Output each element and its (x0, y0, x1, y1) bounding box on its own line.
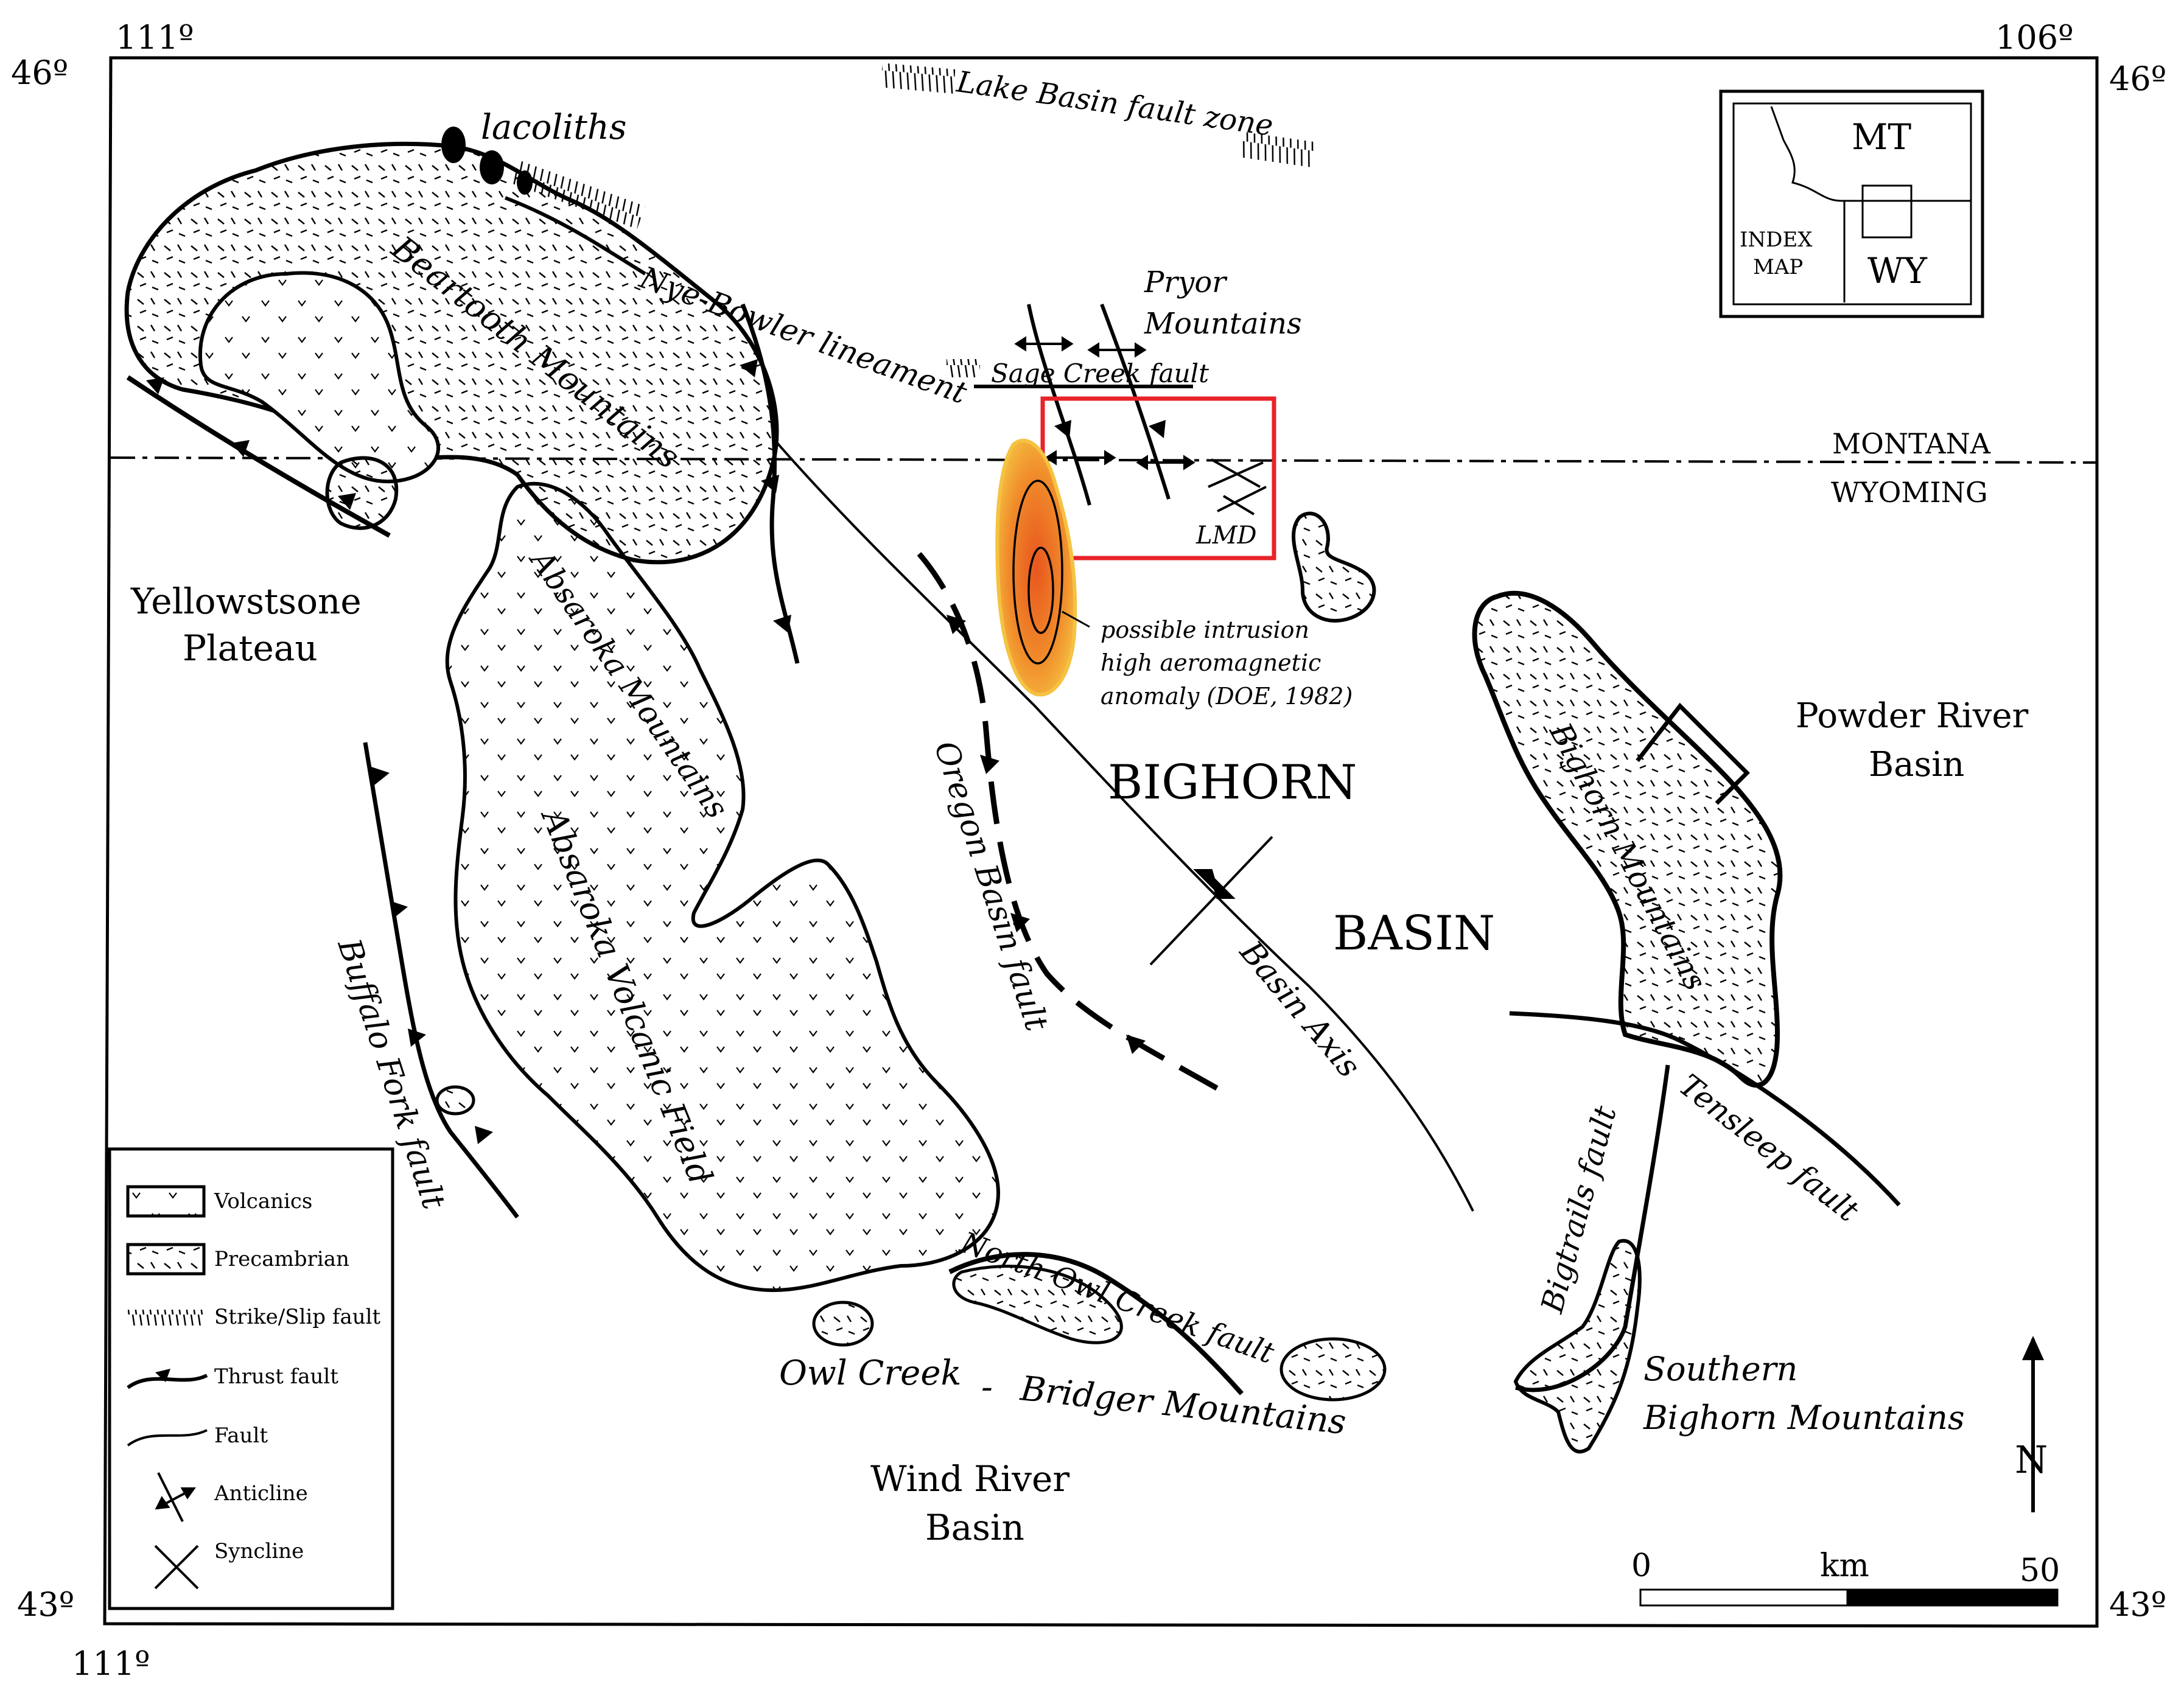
lacolith-1 (441, 127, 466, 163)
label-basin: BASIN (1333, 906, 1495, 961)
label-montana: MONTANA (1832, 427, 1991, 460)
corner-lat-bottom-right: 43º (2109, 1585, 2166, 1624)
corner-lon-bottom-left: 111º (72, 1644, 150, 1683)
basin-axis (772, 437, 1474, 1212)
label-bighorn: BIGHORN (1108, 755, 1357, 810)
corner-lat-top-left: 46º (11, 54, 68, 92)
label-lmd: LMD (1195, 522, 1257, 550)
beartooth-volcanics-fill (200, 273, 439, 482)
legend-syncline-swatch (154, 1545, 199, 1590)
anomaly-contour-2 (1027, 547, 1054, 634)
index-wy: WY (1867, 250, 1928, 292)
corner-lon-top-right: 106º (1995, 18, 2073, 57)
legend-label-thrust: Thrust fault (214, 1364, 338, 1389)
scale-zero: 0 (1631, 1548, 1651, 1584)
legend-label-fault: Fault (214, 1423, 268, 1448)
bighorn-mountains-area (1472, 590, 1783, 1088)
nye-bowler-fault (504, 196, 646, 276)
beartooth-east-thrust (740, 303, 800, 664)
north-owl-creek-fault (948, 1252, 1244, 1395)
label-yellowstone-2: Plateau (183, 627, 318, 669)
label-lake-basin: Lake Basin fault zone (954, 65, 1275, 143)
legend-precambrian-swatch (126, 1243, 206, 1276)
label-yellowstone-1: Yellowstsone (130, 581, 362, 622)
label-pryor-2: Mountains (1144, 307, 1302, 341)
thrust-fault-symbol-icon (127, 1369, 208, 1389)
index-label-1: INDEX (1740, 228, 1813, 252)
anomaly-contour-1 (1012, 480, 1063, 665)
legend-label-strike-slip: Strike/Slip fault (214, 1305, 380, 1329)
label-powder-1: Powder River (1796, 696, 2028, 736)
aeromagnetic-anomaly (995, 439, 1077, 697)
legend-label-syncline: Syncline (214, 1539, 304, 1563)
corner-lat-bottom-left: 43º (17, 1585, 74, 1624)
label-wind-river-2: Basin (925, 1507, 1024, 1548)
pryor-east-outcrop (1292, 511, 1376, 623)
label-pryor-1: Pryor (1144, 265, 1228, 299)
label-north: N (2015, 1437, 2048, 1482)
anticline-symbol-icon (1014, 336, 1195, 470)
label-lacoliths: lacoliths (481, 108, 627, 147)
pryor-fault-west (1027, 304, 1091, 506)
label-dash: - (981, 1367, 993, 1407)
bighorn-thrust-notch (1636, 702, 1750, 805)
label-oregon-basin: Oregon Basin fault (927, 736, 1055, 1035)
label-intrusion-3: anomaly (DOE, 1982) (1101, 683, 1353, 710)
label-powder-2: Basin (1869, 745, 1964, 784)
legend-anticline-swatch (155, 1472, 196, 1522)
nye-bowler-hatch (511, 160, 646, 229)
southern-bighorn-area (1513, 1238, 1642, 1454)
legend-label-anticline: Anticline (214, 1481, 308, 1506)
corner-lat-top-right: 46º (2109, 60, 2166, 98)
legend-fault-swatch (127, 1429, 208, 1447)
corner-lon-top-left: 111º (116, 18, 194, 57)
legend-volcanics-swatch (126, 1185, 206, 1218)
index-label-2: MAP (1753, 255, 1803, 279)
lake-basin-hatch-1 (880, 63, 956, 94)
syncline-symbol-icon (1208, 458, 1267, 515)
scale-bar (1639, 1588, 2059, 1607)
buffalo-fork-fault (363, 742, 519, 1219)
label-intrusion-2: high aeromagnetic (1101, 649, 1321, 676)
index-mt: MT (1852, 116, 1911, 158)
legend-label-precambrian: Precambrian (214, 1247, 349, 1271)
owl-creek-outcrop-west (812, 1301, 874, 1347)
basin-axis-syncline-symbol (1149, 836, 1273, 966)
anomaly-pointer (1062, 610, 1090, 628)
buffalo-fork-outlier (435, 1085, 475, 1116)
scale-unit: km (1820, 1548, 1869, 1584)
map-frame (103, 56, 2099, 1628)
legend-strike-slip-swatch (128, 1310, 204, 1326)
absaroka-volcanic-field (445, 481, 1001, 1293)
label-wyoming: WYOMING (1831, 476, 1988, 509)
nye-bowler-hatch-2 (947, 359, 980, 377)
label-owl-creek: Owl Creek (779, 1353, 961, 1393)
owl-creek-outcrop-east (1279, 1337, 1387, 1402)
lake-basin-hatch-2 (1240, 131, 1317, 168)
scale-max: 50 (2020, 1553, 2060, 1589)
tensleep-fault (1509, 1011, 1901, 1207)
label-wind-river-1: Wind River (870, 1458, 1069, 1500)
legend-label-volcanics: Volcanics (214, 1189, 312, 1214)
label-southern-2: Bighorn Mountains (1643, 1399, 1965, 1437)
label-sage-creek-2: fault (1147, 358, 1209, 388)
north-owl-creek-outcrop (952, 1265, 1123, 1344)
legend (108, 1147, 394, 1610)
label-sage-creek-1: Sage Creek (991, 358, 1141, 388)
label-southern-1: Southern (1643, 1350, 1797, 1388)
label-intrusion-1: possible intrusion (1101, 616, 1309, 643)
north-arrow-icon (2022, 1336, 2044, 1512)
index-map: MT WY INDEX MAP (1719, 89, 1984, 318)
lacolith-2 (480, 150, 504, 184)
